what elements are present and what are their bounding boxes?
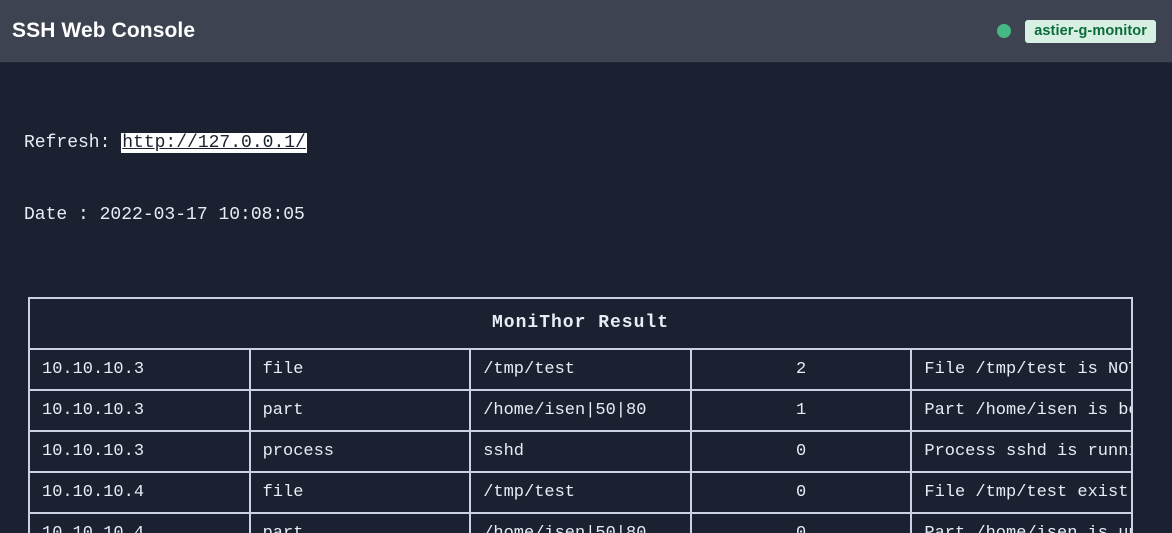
table-title: MoniThor Result (29, 298, 1132, 349)
table-body: 10.10.10.3 file /tmp/test 2 File /tmp/te… (29, 349, 1132, 533)
cell-type: file (249, 349, 471, 390)
console-info-block: Refresh: http://127.0.0.1/ Date : 2022-0… (0, 83, 1172, 275)
cell-message: Part /home/isen is under 50% : 1 (911, 513, 1132, 533)
cell-host: 10.10.10.3 (29, 390, 250, 431)
monithor-table-wrapper: MoniThor Result 10.10.10.3 file /tmp/tes… (28, 297, 1144, 533)
cell-argument: /tmp/test (470, 472, 691, 513)
cell-message: File /tmp/test is NOT present (911, 349, 1132, 390)
cell-type: part (249, 390, 471, 431)
cell-status-code: 1 (690, 390, 912, 431)
cell-message: Part /home/isen is between 50% and 80% :… (911, 390, 1132, 431)
app-header-bar: SSH Web Console astier-g-monitor (0, 0, 1172, 63)
cell-message: Process sshd is running (911, 431, 1132, 472)
cell-host: 10.10.10.3 (29, 349, 250, 390)
cell-type: part (249, 513, 471, 533)
cell-host: 10.10.10.4 (29, 472, 250, 513)
table-row[interactable]: 10.10.10.4 part /home/isen|50|80 0 Part … (29, 513, 1132, 533)
cell-status-code: 0 (690, 513, 912, 533)
cell-host: 10.10.10.3 (29, 431, 250, 472)
refresh-line: Refresh: http://127.0.0.1/ (24, 131, 1172, 155)
cell-status-code: 0 (690, 472, 912, 513)
cell-argument: /home/isen|50|80 (470, 513, 691, 533)
cell-message: File /tmp/test exist (911, 472, 1132, 513)
table-row[interactable]: 10.10.10.3 file /tmp/test 2 File /tmp/te… (29, 349, 1132, 390)
connection-status-dot-icon (997, 24, 1012, 38)
cell-status-code: 0 (690, 431, 912, 472)
connection-status-area: astier-g-monitor (997, 19, 1156, 43)
cell-host: 10.10.10.4 (29, 513, 250, 533)
table-row[interactable]: 10.10.10.3 part /home/isen|50|80 1 Part … (29, 390, 1132, 431)
cell-status-code: 2 (690, 349, 912, 390)
cell-type: file (249, 472, 471, 513)
status-badge-hostname: astier-g-monitor (1025, 19, 1156, 43)
refresh-url-link[interactable]: http://127.0.0.1/ (121, 133, 307, 153)
date-value: 2022-03-17 10:08:05 (99, 205, 305, 225)
monithor-result-table: MoniThor Result 10.10.10.3 file /tmp/tes… (28, 297, 1133, 533)
table-row[interactable]: 10.10.10.4 file /tmp/test 0 File /tmp/te… (29, 472, 1132, 513)
cell-argument: /tmp/test (470, 349, 691, 390)
table-row[interactable]: 10.10.10.3 process sshd 0 Process sshd i… (29, 431, 1132, 472)
date-line: Date : 2022-03-17 10:08:05 (24, 203, 1172, 227)
page-title: SSH Web Console (12, 19, 196, 42)
cell-type: process (249, 431, 471, 472)
cell-argument: /home/isen|50|80 (470, 390, 691, 431)
cell-argument: sshd (470, 431, 691, 472)
date-label: Date : (24, 205, 100, 225)
refresh-label: Refresh: (24, 133, 122, 153)
table-title-row: MoniThor Result (29, 298, 1132, 349)
main-content: Refresh: http://127.0.0.1/ Date : 2022-0… (0, 63, 1172, 533)
